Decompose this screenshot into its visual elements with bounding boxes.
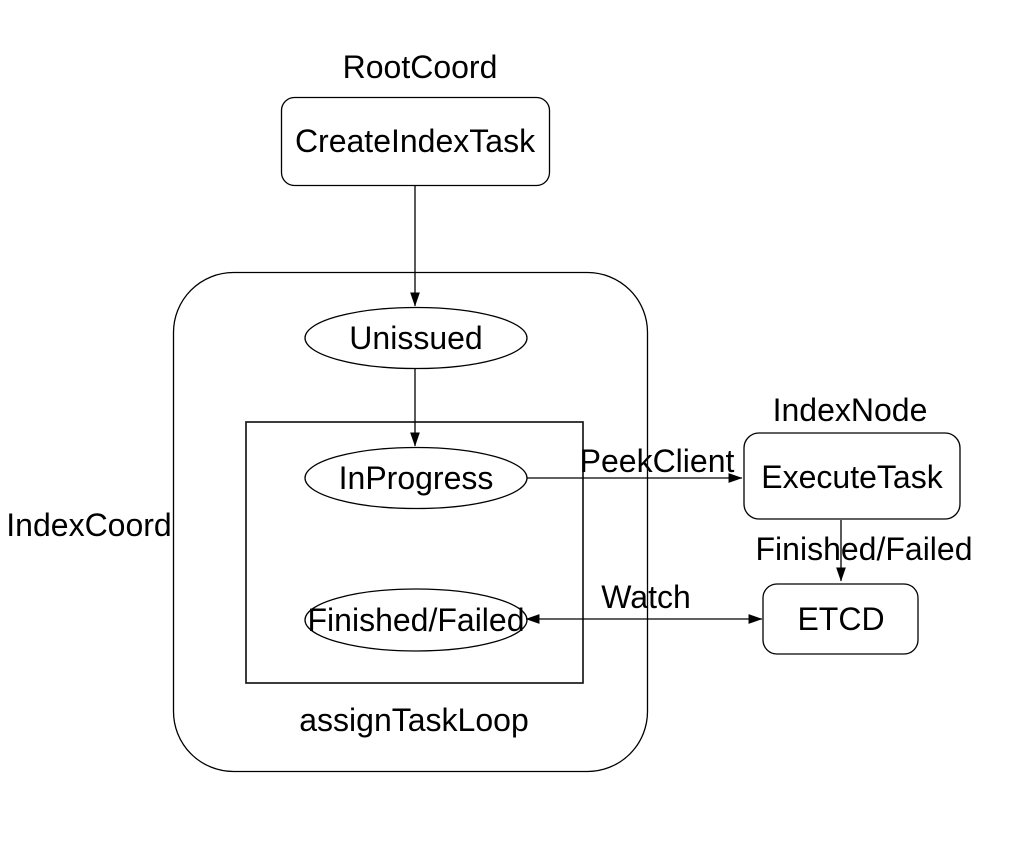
assign-task-loop-label: assignTaskLoop [299,702,528,738]
unissued-state-node [304,306,528,370]
in-progress-label: InProgress [339,460,494,496]
index-coord-container [172,271,649,773]
watch-edge-label: Watch [601,579,691,615]
peek-client-edge-label: PeekClient [580,443,735,479]
root-coord-label: RootCoord [343,49,498,85]
finished-failed-edge-label: Finished/Failed [756,531,973,567]
create-index-task-label: CreateIndexTask [295,123,536,159]
create-index-task-node [280,96,551,187]
etcd-label: ETCD [797,601,884,637]
index-node-label: IndexNode [773,392,928,428]
index-coord-label: IndexCoord [6,507,171,543]
execute-task-label: ExecuteTask [761,459,943,495]
unissued-label: Unissued [349,320,482,356]
etcd-node [762,583,919,655]
execute-task-node [743,432,961,520]
finished-failed-state-label: Finished/Failed [308,602,525,638]
